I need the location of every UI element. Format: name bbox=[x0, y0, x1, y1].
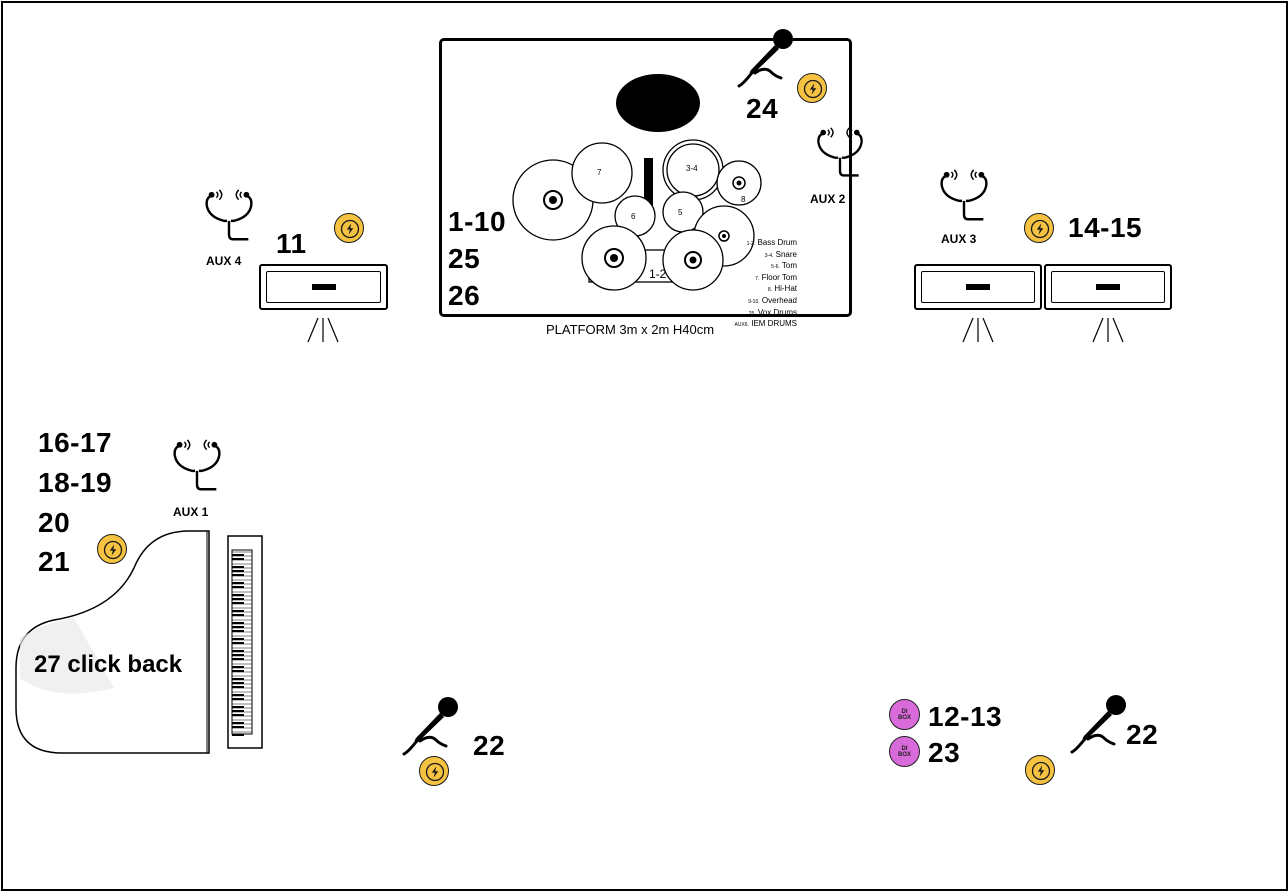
drum-number-6: 6 bbox=[631, 212, 636, 221]
channel-11-label: 11 bbox=[276, 228, 307, 259]
drum-kit-icon bbox=[512, 74, 762, 291]
power-outlet-icon bbox=[97, 534, 127, 564]
channel-24-label: 24 bbox=[746, 93, 779, 124]
aux1-label: AUX 1 bbox=[173, 505, 209, 519]
legend-item: 1-2. Bass Drum bbox=[746, 238, 797, 247]
channel-21-label: 21 bbox=[38, 546, 71, 577]
wedge-monitor-icon bbox=[914, 264, 1042, 310]
wedge-monitor-icon bbox=[259, 264, 388, 310]
channel-12-13-label: 12-13 bbox=[928, 701, 1003, 732]
channel-20-label: 20 bbox=[38, 507, 71, 538]
monitor-stand-icon bbox=[953, 314, 1003, 344]
microphone-icon bbox=[1068, 692, 1132, 756]
aux4-label: AUX 4 bbox=[206, 254, 242, 268]
legend-item: 8. Hi-Hat bbox=[767, 284, 797, 294]
drum-platform bbox=[439, 38, 852, 317]
aux3-label: AUX 3 bbox=[941, 232, 977, 246]
legend-item: 7. Floor Tom bbox=[755, 272, 797, 282]
channel-26-label: 26 bbox=[448, 280, 481, 311]
channel-23-label: 23 bbox=[928, 737, 961, 768]
power-outlet-icon bbox=[1025, 755, 1055, 785]
grand-piano-icon bbox=[15, 530, 263, 754]
in-ear-monitor-icon bbox=[935, 165, 993, 229]
legend-item: 9-10. Overhead bbox=[748, 295, 797, 305]
channel-25-label: 25 bbox=[448, 243, 481, 274]
channel-22-right-label: 22 bbox=[1126, 719, 1159, 750]
channel-18-19-label: 18-19 bbox=[38, 467, 113, 498]
channel-16-17-label: 16-17 bbox=[38, 427, 113, 458]
drum-number-8: 8 bbox=[741, 195, 746, 204]
channel-14-15-label: 14-15 bbox=[1068, 212, 1143, 243]
drum-number-3-4: 3-4 bbox=[686, 164, 698, 173]
in-ear-monitor-icon bbox=[812, 122, 868, 186]
drum-number-1-2: 1-2 bbox=[649, 267, 667, 281]
aux2-label: AUX 2 bbox=[810, 192, 846, 206]
legend-item: 3-4. Snare bbox=[764, 249, 797, 259]
microphone-icon bbox=[400, 694, 464, 758]
drum-number-5: 5 bbox=[678, 208, 683, 217]
monitor-stand-icon bbox=[1083, 314, 1133, 344]
platform-caption: PLATFORM 3m x 2m H40cm bbox=[546, 322, 715, 337]
power-outlet-icon bbox=[1024, 213, 1054, 243]
legend-item: 25. Vox Drums bbox=[748, 307, 797, 317]
microphone-icon bbox=[735, 26, 799, 90]
legend-item: AUX6. IEM DRUMS bbox=[734, 319, 797, 329]
power-outlet-icon bbox=[334, 213, 364, 243]
drum-legend: 1-2. Bass Drum 3-4. Snare 5-6. Tom 7. Fl… bbox=[735, 238, 797, 331]
drum-channels-label: 1-10 bbox=[448, 206, 507, 237]
in-ear-monitor-icon bbox=[168, 435, 226, 499]
piano-label: 27 click back bbox=[34, 651, 183, 678]
power-outlet-icon bbox=[419, 756, 449, 786]
channel-22-left-label: 22 bbox=[473, 730, 506, 761]
monitor-stand-icon bbox=[298, 314, 348, 344]
power-outlet-icon bbox=[797, 73, 827, 103]
in-ear-monitor-icon bbox=[200, 185, 258, 249]
legend-item: 5-6. Tom bbox=[771, 261, 797, 271]
wedge-monitor-icon bbox=[1044, 264, 1172, 310]
drum-number-7: 7 bbox=[597, 168, 602, 177]
